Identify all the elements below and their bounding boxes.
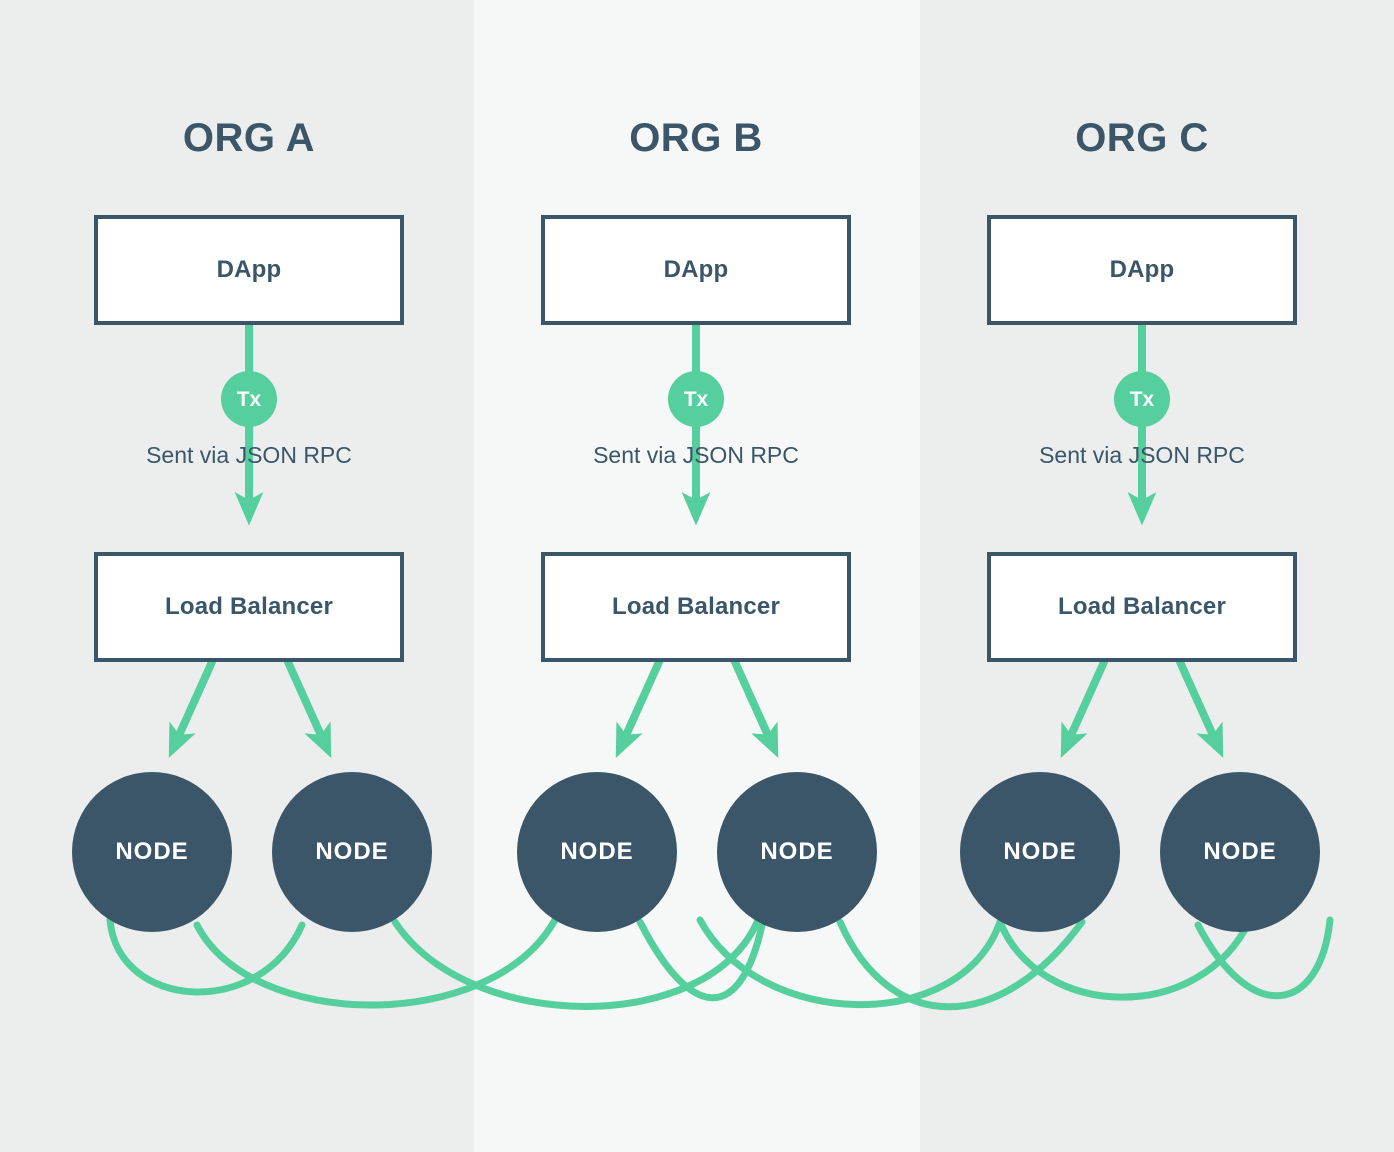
peer-curve-n3-n5 — [696, 916, 1004, 1009]
dapp-box-org-a[interactable]: DApp — [94, 215, 404, 325]
node-label: NODE — [1003, 838, 1077, 865]
org-title-b: ORG B — [629, 116, 763, 160]
node-label: NODE — [1203, 838, 1277, 865]
peer-curve-n2-n4 — [391, 916, 762, 1010]
org-title-a: ORG A — [182, 116, 316, 160]
load-balancer-label: Load Balancer — [1058, 593, 1226, 620]
peer-connection-curves — [106, 916, 1334, 1011]
peer-curve-n1-n2 — [106, 916, 306, 996]
dapp-label: DApp — [216, 256, 282, 283]
dapp-label: DApp — [663, 256, 729, 283]
node-org-c-1[interactable]: NODE — [960, 772, 1120, 932]
node-org-a-2[interactable]: NODE — [272, 772, 432, 932]
load-balancer-box-org-b[interactable]: Load Balancer — [541, 552, 851, 662]
tx-label: Tx — [1129, 387, 1155, 411]
dapp-box-org-c[interactable]: DApp — [987, 215, 1297, 325]
node-label: NODE — [760, 838, 834, 865]
node-org-a-1[interactable]: NODE — [72, 772, 232, 932]
node-label: NODE — [115, 838, 189, 865]
load-balancer-label: Load Balancer — [612, 593, 780, 620]
peer-curve-n5-n6b — [1194, 916, 1334, 1000]
node-label: NODE — [315, 838, 389, 865]
tx-label: Tx — [683, 387, 709, 411]
tx-label: Tx — [236, 387, 262, 411]
json-rpc-label-org-b: Sent via JSON RPC — [593, 442, 799, 468]
node-label: NODE — [560, 838, 634, 865]
tx-badge-org-a[interactable]: Tx — [221, 371, 277, 427]
tx-badge-org-c[interactable]: Tx — [1114, 371, 1170, 427]
json-rpc-label-org-c: Sent via JSON RPC — [1039, 442, 1245, 468]
node-org-b-1[interactable]: NODE — [517, 772, 677, 932]
peer-curve-n2-n3 — [193, 916, 559, 1009]
peer-curve-n3-n4 — [636, 918, 766, 1002]
load-balancer-box-org-a[interactable]: Load Balancer — [94, 552, 404, 662]
dapp-label: DApp — [1109, 256, 1175, 283]
tx-badge-org-b[interactable]: Tx — [668, 371, 724, 427]
load-balancer-box-org-c[interactable]: Load Balancer — [987, 552, 1297, 662]
peer-curve-n4-n5 — [836, 918, 1086, 1011]
load-balancer-label: Load Balancer — [165, 593, 333, 620]
node-org-c-2[interactable]: NODE — [1160, 772, 1320, 932]
dapp-box-org-b[interactable]: DApp — [541, 215, 851, 325]
node-org-b-2[interactable]: NODE — [717, 772, 877, 932]
peer-curve-n5-n6 — [996, 916, 1254, 1001]
org-title-c: ORG C — [1075, 116, 1209, 160]
json-rpc-label-org-a: Sent via JSON RPC — [146, 442, 352, 468]
